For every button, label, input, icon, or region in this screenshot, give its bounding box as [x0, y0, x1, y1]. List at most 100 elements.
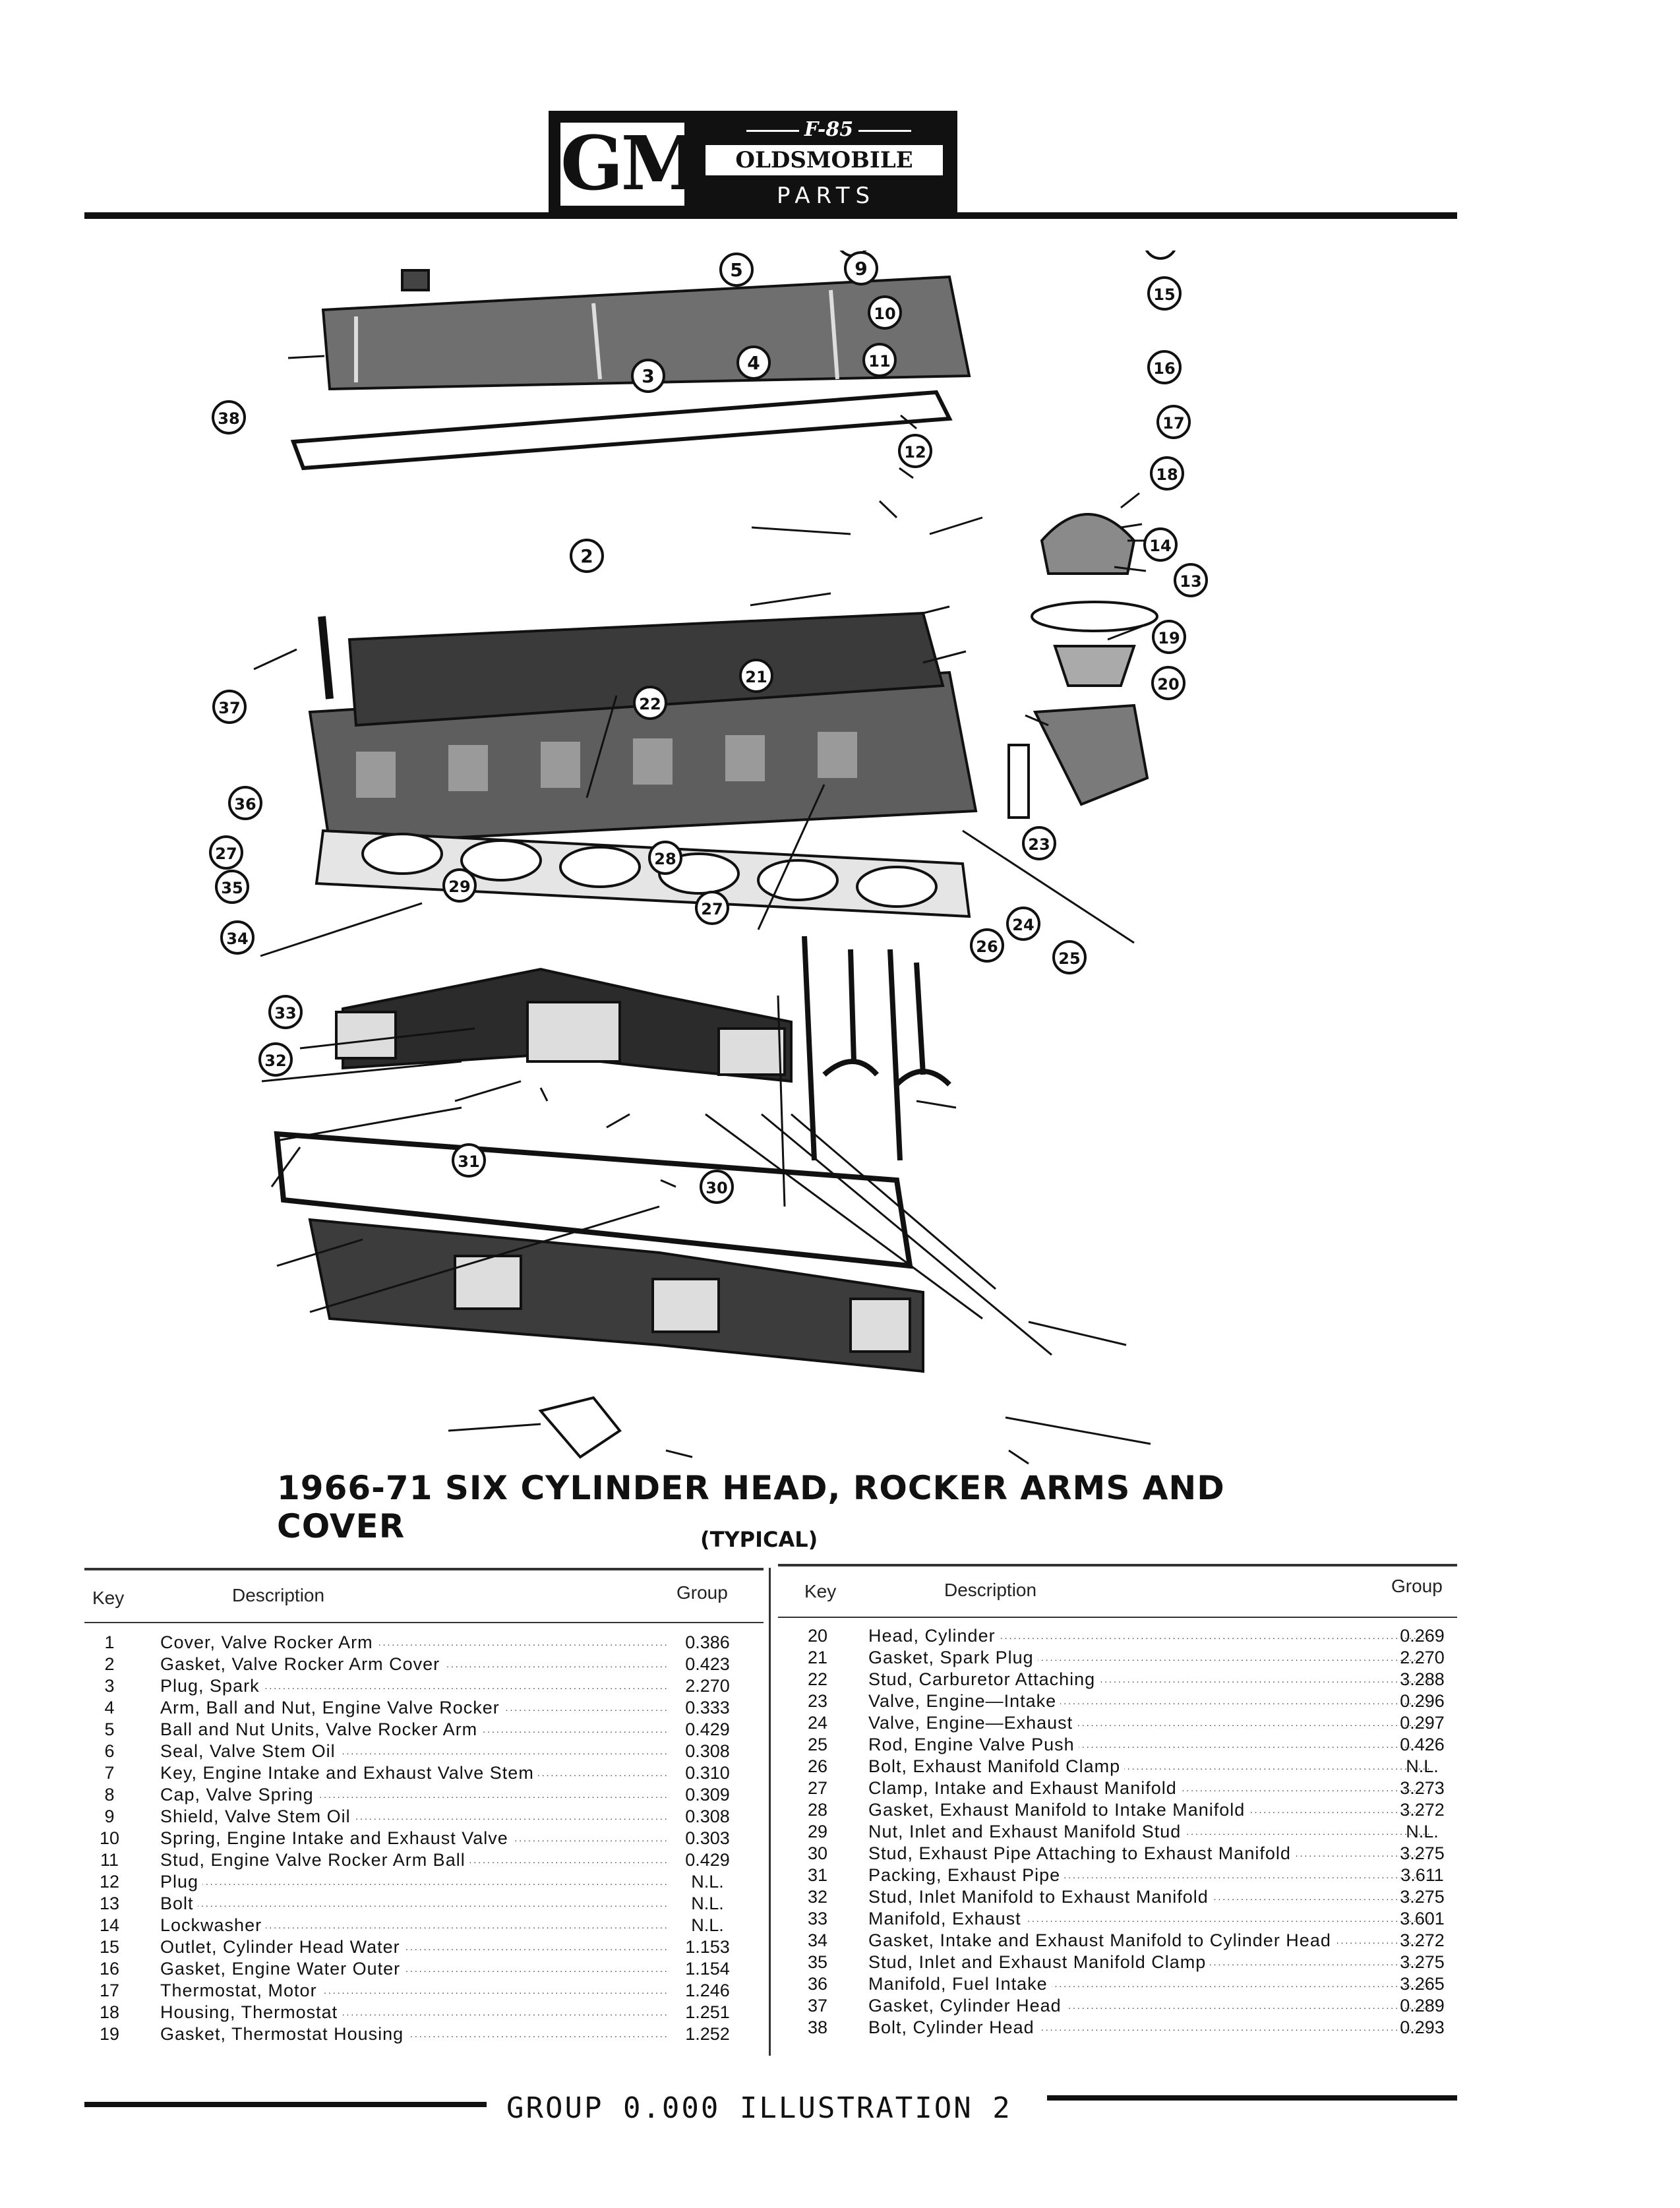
intake-valve-drawing — [822, 949, 880, 1077]
part-group: N.L. — [691, 1894, 724, 1913]
part-group: 0.426 — [1400, 1735, 1445, 1754]
callout-21: 21 — [739, 659, 773, 693]
part-group: 3.273 — [1400, 1778, 1445, 1798]
parts-row: 12PlugN.L. — [91, 1871, 737, 1893]
callout-11: 11 — [862, 343, 897, 377]
callout-number: 14 — [1149, 537, 1171, 555]
callout-28: 28 — [648, 841, 682, 875]
part-group: 3.275 — [1400, 1952, 1445, 1972]
table-top-rule-left — [84, 1568, 764, 1570]
part-key: 17 — [99, 1981, 120, 2000]
callout-number: 20 — [1157, 675, 1179, 694]
part-group: 0.269 — [1400, 1626, 1445, 1646]
callout-number: 17 — [1162, 414, 1184, 433]
callout-number: 2 — [580, 545, 593, 567]
part-description: Thermostat, Motor — [160, 1980, 668, 2002]
callout-number: 33 — [274, 1004, 296, 1023]
part-key: 13 — [99, 1894, 120, 1913]
part-key: 11 — [100, 1850, 119, 1870]
callout-36: 36 — [228, 786, 262, 820]
callout-19: 19 — [1152, 620, 1186, 654]
part-group: 0.297 — [1400, 1713, 1445, 1733]
part-group: 0.423 — [685, 1654, 730, 1674]
part-description: Valve, Engine—Exhaust — [868, 1712, 1429, 1734]
part-key: 30 — [807, 1843, 828, 1863]
part-key: 31 — [807, 1865, 828, 1885]
part-group: 3.275 — [1400, 1887, 1445, 1907]
callout-number: 22 — [639, 695, 661, 713]
part-key: 18 — [99, 2002, 120, 2022]
callout-number: 21 — [745, 668, 767, 686]
callout-number: 35 — [221, 879, 243, 897]
part-description: Shield, Valve Stem Oil — [160, 1806, 668, 1828]
part-key: 20 — [807, 1626, 828, 1646]
part-key: 37 — [807, 1996, 828, 2015]
callout-number: 14 — [1149, 251, 1171, 253]
footer-caption: GROUP 0.000 ILLUSTRATION 2 — [506, 2091, 1012, 2125]
part-group: 0.308 — [685, 1806, 730, 1826]
part-description: Stud, Inlet and Exhaust Manifold Clamp — [868, 1952, 1429, 1973]
part-group: 2.270 — [1400, 1648, 1445, 1667]
exhaust-valve-drawing — [887, 949, 951, 1161]
callout-number: 16 — [1153, 359, 1175, 378]
part-key: 25 — [807, 1735, 828, 1754]
part-description: Gasket, Thermostat Housing — [160, 2023, 668, 2045]
callout-17: 17 — [1156, 405, 1191, 439]
part-description: Gasket, Cylinder Head — [868, 1995, 1429, 2017]
callout-number: 23 — [1028, 835, 1050, 854]
part-description: Valve, Engine—Intake — [868, 1690, 1429, 1712]
parts-row: 17 Thermostat, Motor 1.246 — [91, 1980, 737, 2002]
part-group: 0.386 — [685, 1632, 730, 1652]
callout-number: 38 — [218, 409, 239, 428]
callout-25: 25 — [1052, 940, 1087, 974]
part-group: 3.272 — [1400, 1930, 1445, 1950]
model-badge: F-85 — [707, 118, 951, 141]
head-bolt-drawing — [318, 616, 334, 700]
part-key: 2 — [104, 1654, 115, 1674]
part-key: 36 — [807, 1974, 828, 1994]
part-description: Bolt, Exhaust Manifold Clamp — [868, 1756, 1429, 1777]
callout-33: 33 — [268, 995, 303, 1029]
parts-row: 20 Head, Cylinder0.269 — [799, 1625, 1452, 1647]
part-description: Stud, Carburetor Attaching — [868, 1669, 1429, 1690]
callout-30: 30 — [700, 1170, 734, 1204]
part-description: Manifold, Exhaust — [868, 1908, 1429, 1930]
part-key: 26 — [807, 1756, 828, 1776]
callout-9: 9 — [844, 251, 878, 285]
part-description: Gasket, Engine Water Outer — [160, 1958, 668, 1980]
part-group: 0.309 — [685, 1785, 730, 1805]
part-group: 0.289 — [1400, 1996, 1445, 2015]
part-group: 0.308 — [685, 1741, 730, 1761]
part-description: Head, Cylinder — [868, 1625, 1429, 1647]
callout-number: 37 — [218, 699, 240, 717]
table-header-rule-right — [778, 1617, 1457, 1618]
part-key: 8 — [104, 1785, 115, 1805]
part-group: 1.246 — [685, 1981, 730, 2000]
part-key: 6 — [104, 1741, 115, 1761]
right-group-header: Group — [1391, 1576, 1443, 1596]
part-description: Arm, Ball and Nut, Engine Valve Rocker — [160, 1697, 668, 1719]
part-description: Bolt — [160, 1893, 668, 1915]
callout-number: 27 — [701, 900, 723, 918]
part-key: 3 — [104, 1676, 115, 1696]
callout-37: 37 — [212, 690, 247, 724]
part-group: 3.272 — [1400, 1800, 1445, 1820]
catalogue-logo: GM F-85 OLDSMOBILE PARTS CATALOGUE — [549, 111, 957, 239]
part-description: Seal, Valve Stem Oil — [160, 1741, 668, 1762]
parts-row: 37 Gasket, Cylinder Head0.289 — [799, 1995, 1452, 2017]
part-description: Cap, Valve Spring — [160, 1784, 668, 1806]
part-key: 23 — [807, 1691, 828, 1711]
part-key: 34 — [807, 1930, 828, 1950]
header-rule — [84, 212, 1457, 219]
callout-34: 34 — [220, 920, 255, 955]
parts-row: 14LockwasherN.L. — [91, 1915, 737, 1936]
parts-row: 6 Seal, Valve Stem Oil 0.308 — [91, 1741, 737, 1762]
callout-number: 34 — [226, 930, 248, 948]
